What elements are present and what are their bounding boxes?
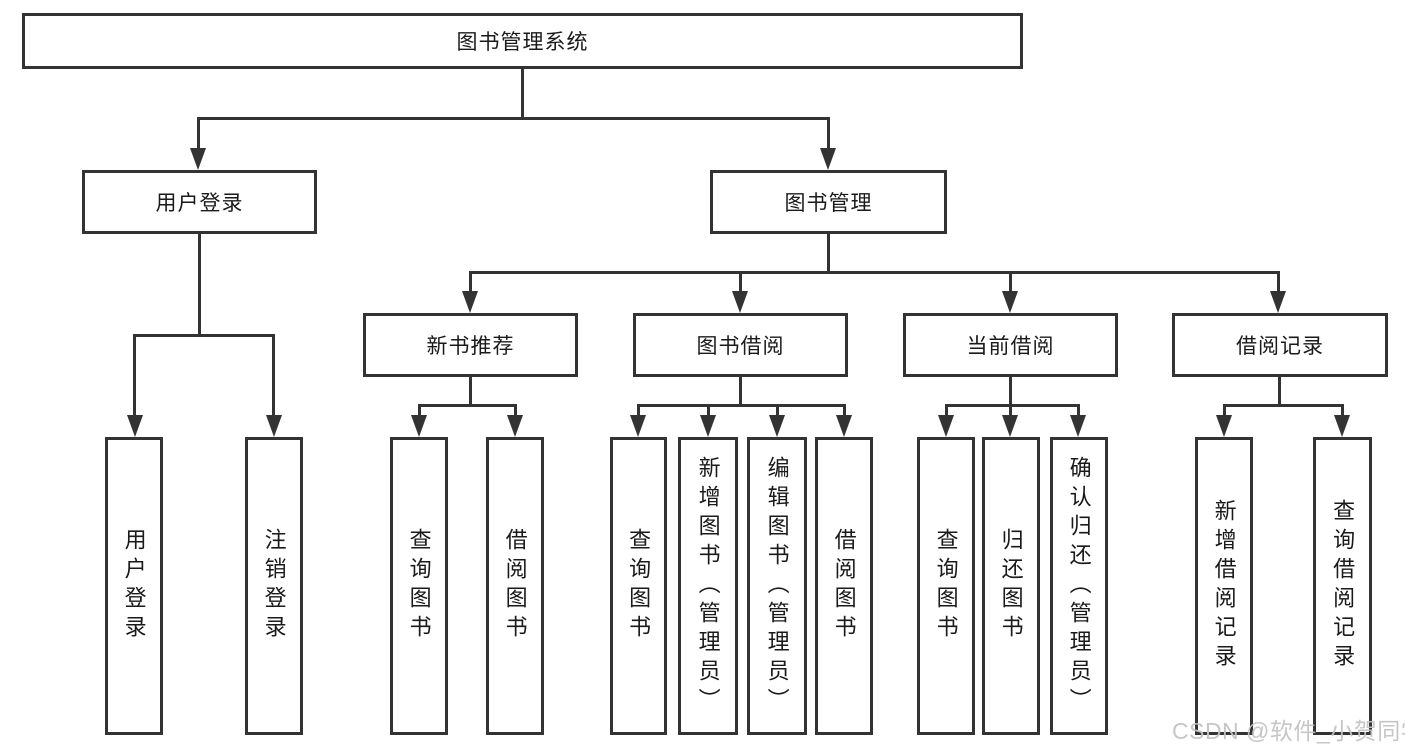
arrow-down-icon (630, 415, 646, 437)
node-user-login-label: 用户登录 (155, 192, 244, 215)
leaf-user-login: 用户登录 (105, 437, 163, 735)
arrow-down-icon (820, 148, 836, 170)
connector-line (198, 234, 201, 337)
leaf-recommend-query-book: 查询图书 (390, 437, 448, 735)
node-borrow-records: 借阅记录 (1172, 313, 1388, 377)
arrow-down-icon (1334, 415, 1350, 437)
arrow-down-icon (1216, 415, 1232, 437)
leaf-recommend-borrow-book-label: 借阅图书 (502, 528, 528, 644)
leaf-edit-book-admin: 编辑图书（管理员） (747, 437, 807, 735)
leaf-current-query-book-label: 查询图书 (933, 528, 959, 644)
connector-line (1009, 377, 1012, 407)
node-borrow-records-label: 借阅记录 (1236, 335, 1324, 358)
arrow-down-icon (700, 415, 716, 437)
connector-line (1277, 271, 1280, 295)
node-book-management: 图书管理 (710, 170, 947, 234)
node-current-borrow-label: 当前借阅 (966, 335, 1055, 358)
leaf-confirm-return-admin: 确认归还（管理员） (1050, 437, 1108, 735)
arrow-down-icon (1070, 415, 1086, 437)
connector-line (776, 404, 779, 418)
arrow-down-icon (266, 415, 282, 437)
connector-line (707, 404, 710, 418)
connector-line (469, 271, 472, 295)
connector-line (827, 117, 830, 152)
arrow-down-icon (462, 291, 478, 313)
connector-line (1223, 404, 1226, 418)
connector-line (469, 377, 472, 407)
leaf-return-book-label: 归还图书 (998, 528, 1024, 644)
leaf-return-book: 归还图书 (982, 437, 1040, 735)
leaf-recommend-query-book-label: 查询图书 (406, 528, 432, 644)
connector-line (514, 404, 517, 418)
connector-line (637, 404, 845, 407)
connector-line (133, 334, 275, 337)
leaf-logout-label: 注销登录 (261, 528, 287, 644)
connector-line (418, 404, 517, 407)
leaf-add-book-admin: 新增图书（管理员） (678, 437, 738, 735)
node-current-borrow: 当前借阅 (903, 313, 1118, 377)
leaf-add-book-admin-label: 新增图书（管理员） (695, 455, 721, 717)
arrow-down-icon (732, 291, 748, 313)
leaf-recommend-borrow-book: 借阅图书 (486, 437, 544, 735)
leaf-query-borrow-record-label: 查询借阅记录 (1330, 499, 1356, 673)
leaf-confirm-return-admin-label: 确认归还（管理员） (1066, 455, 1092, 717)
connector-line (739, 377, 742, 407)
connector-line (739, 271, 742, 295)
leaf-edit-book-admin-label: 编辑图书（管理员） (764, 455, 790, 717)
arrow-down-icon (1270, 291, 1286, 313)
connector-line (197, 117, 200, 152)
connector-line (272, 334, 275, 419)
arrow-down-icon (769, 415, 785, 437)
connector-line (1223, 404, 1343, 407)
connector-line (843, 404, 846, 418)
connector-line (1077, 404, 1080, 418)
connector-line (1278, 377, 1281, 407)
arrow-down-icon (411, 415, 427, 437)
leaf-borrow-borrow-book-label: 借阅图书 (831, 528, 857, 644)
connector-line (1009, 404, 1012, 418)
node-root-label: 图书管理系统 (456, 31, 589, 54)
arrow-down-icon (507, 415, 523, 437)
arrow-down-icon (836, 415, 852, 437)
connector-line (1341, 404, 1344, 418)
arrow-down-icon (1002, 291, 1018, 313)
leaf-borrow-borrow-book: 借阅图书 (815, 437, 873, 735)
arrow-down-icon (190, 148, 206, 170)
connector-line (469, 271, 1280, 274)
node-user-login: 用户登录 (82, 170, 317, 234)
node-book-borrow: 图书借阅 (633, 313, 848, 377)
arrow-down-icon (1002, 415, 1018, 437)
leaf-query-borrow-record: 查询借阅记录 (1313, 437, 1372, 735)
connector-line (197, 117, 830, 120)
leaf-borrow-query-book-label: 查询图书 (626, 528, 652, 644)
node-root: 图书管理系统 (22, 13, 1023, 69)
connector-line (1009, 271, 1012, 295)
arrow-down-icon (938, 415, 954, 437)
connector-line (637, 404, 640, 418)
connector-line (945, 404, 1080, 407)
node-new-book-recommend-label: 新书推荐 (426, 335, 515, 358)
connector-line (945, 404, 948, 418)
leaf-add-borrow-record: 新增借阅记录 (1195, 437, 1253, 735)
leaf-logout: 注销登录 (245, 437, 303, 735)
node-book-management-label: 图书管理 (784, 192, 873, 215)
watermark: CSDN @软件_小贺同学 (1172, 718, 1405, 744)
arrow-down-icon (127, 415, 143, 437)
connector-line (133, 334, 136, 419)
node-new-book-recommend: 新书推荐 (363, 313, 578, 377)
node-book-borrow-label: 图书借阅 (696, 335, 785, 358)
connector-line (521, 69, 524, 120)
leaf-current-query-book: 查询图书 (917, 437, 975, 735)
leaf-add-borrow-record-label: 新增借阅记录 (1211, 499, 1237, 673)
connector-line (418, 404, 421, 418)
leaf-borrow-query-book: 查询图书 (610, 437, 667, 735)
leaf-user-login-label: 用户登录 (121, 528, 147, 644)
connector-line (827, 234, 830, 274)
